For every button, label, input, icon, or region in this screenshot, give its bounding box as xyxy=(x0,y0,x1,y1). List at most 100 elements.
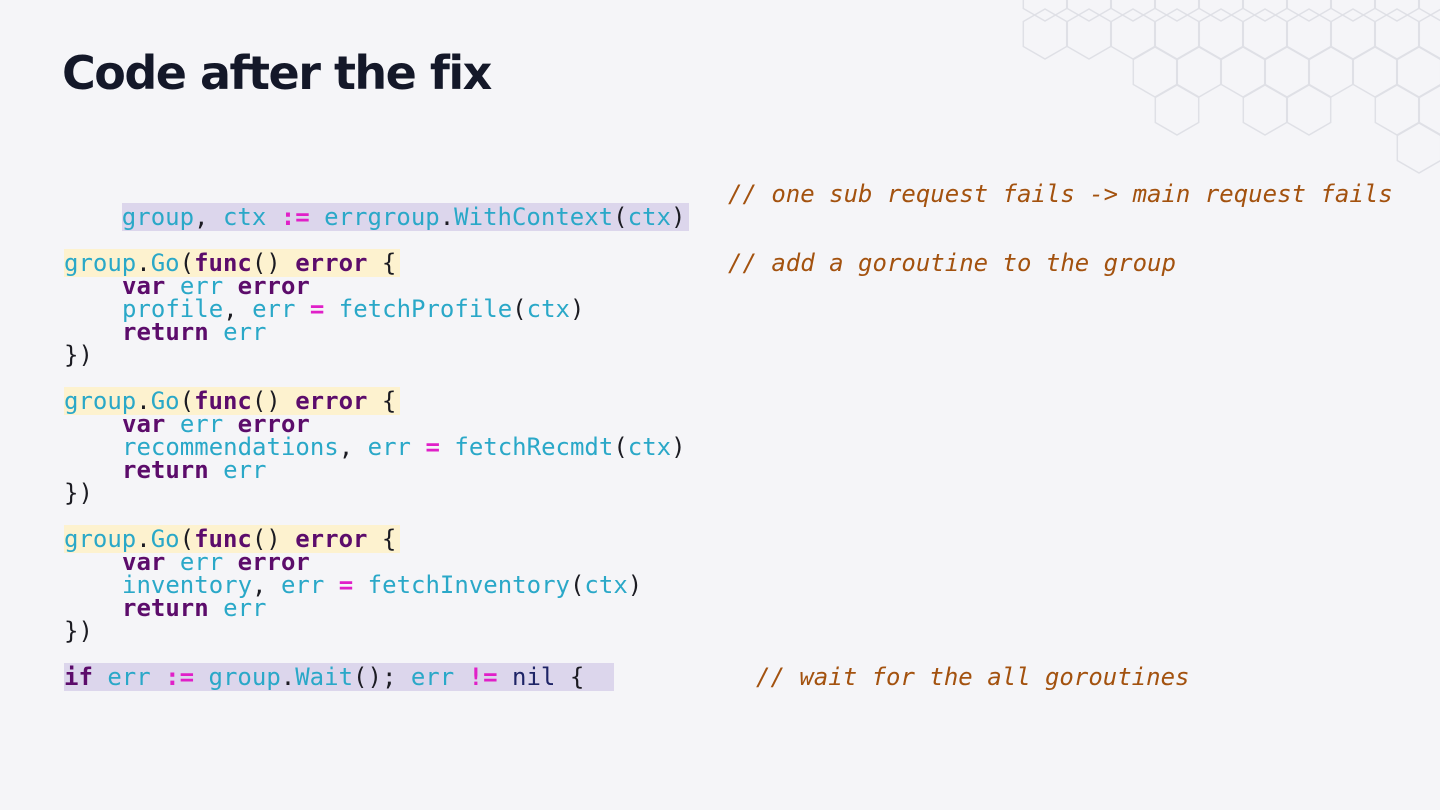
token-paren: ( xyxy=(613,203,628,231)
code-line-fetch: inventory, err = fetchInventory(ctx) xyxy=(64,571,643,599)
code-line-return: return err xyxy=(64,456,267,484)
token-dot: . xyxy=(136,249,151,277)
token-func: func xyxy=(194,387,252,415)
token-brace: { xyxy=(367,387,397,415)
highlight-yellow: group.Go(func() error { xyxy=(64,525,401,553)
token-err: err xyxy=(280,571,325,599)
token-call: () xyxy=(251,387,296,415)
hexagon-shape xyxy=(1154,84,1200,136)
token-err: err xyxy=(179,410,224,438)
token-dot: . xyxy=(136,387,151,415)
token-err: err xyxy=(252,295,296,323)
code-comment-wait: // wait for the all goroutines xyxy=(756,663,1190,691)
token-paren: ) xyxy=(671,433,686,461)
token-var: var xyxy=(122,410,166,438)
code-comment-errgroup: // one sub request fails -> main request… xyxy=(728,180,1393,208)
token-comma: , xyxy=(223,295,253,323)
hexagon-pattern-decoration xyxy=(1022,0,1440,174)
token-go: Go xyxy=(150,249,180,277)
token-paren: ( xyxy=(512,295,527,323)
code-line-close: }) xyxy=(64,479,93,507)
token-errgroup: errgroup xyxy=(324,203,440,231)
token-return: return xyxy=(122,456,209,484)
token-nil: nil xyxy=(512,663,556,691)
token-err: err xyxy=(367,433,412,461)
token-paren: ( xyxy=(179,525,195,553)
token-err: err xyxy=(179,548,224,576)
token-fetch-fn: fetchInventory xyxy=(367,571,570,599)
code-line-group-go: group.Go(func() error { xyxy=(64,387,401,415)
token-ctx: ctx xyxy=(526,295,570,323)
token-paren: ( xyxy=(179,249,195,277)
token-err: err xyxy=(179,272,224,300)
token-brace: { xyxy=(367,249,397,277)
token-target: profile xyxy=(122,295,224,323)
code-line-var: var err error xyxy=(64,272,310,300)
token-neq: != xyxy=(468,663,498,691)
highlight-purple: group, ctx := errgroup.WithContext(ctx) xyxy=(121,203,690,231)
token-paren: ( xyxy=(179,387,195,415)
code-block: group, ctx := errgroup.WithContext(ctx) … xyxy=(64,0,1440,810)
slide-title: Code after the fix xyxy=(62,46,492,100)
token-dot: . xyxy=(439,203,455,231)
token-group: group xyxy=(64,525,137,553)
token-semicolon: ; xyxy=(381,663,411,691)
token-func: func xyxy=(194,525,252,553)
token-err: err xyxy=(107,663,151,691)
token-ctx: ctx xyxy=(627,433,672,461)
token-assign: = xyxy=(425,433,440,461)
token-paren: ) xyxy=(670,203,686,231)
token-fetch-fn: fetchProfile xyxy=(338,295,513,323)
token-var: var xyxy=(122,272,166,300)
token-group: group xyxy=(64,387,137,415)
token-return: return xyxy=(122,594,209,622)
token-group: group xyxy=(208,663,281,691)
token-go: Go xyxy=(150,387,180,415)
token-if: if xyxy=(64,663,93,691)
token-return: return xyxy=(122,318,209,346)
token-group: group xyxy=(121,203,195,231)
token-comma: , xyxy=(252,571,281,599)
token-paren: ) xyxy=(627,571,643,599)
token-dot: . xyxy=(136,525,151,553)
token-op: := xyxy=(165,663,195,691)
code-line-group-go: group.Go(func() error { xyxy=(64,249,401,277)
token-paren: ) xyxy=(569,295,585,323)
token-comma: , xyxy=(338,433,368,461)
token-func: func xyxy=(194,249,252,277)
token-error: error xyxy=(295,249,368,277)
token-go: Go xyxy=(150,525,180,553)
code-line-wait: if err := group.Wait(); err != nil { xyxy=(64,663,615,691)
code-line-var: var err error xyxy=(64,548,310,576)
token-target: recommendations xyxy=(122,433,339,461)
token-err: err xyxy=(223,594,267,622)
code-comment-goroutine: // add a goroutine to the group xyxy=(728,249,1176,277)
token-fetch-fn: fetchRecmdt xyxy=(454,433,614,461)
highlight-yellow: group.Go(func() error { xyxy=(64,249,401,277)
token-err: err xyxy=(223,318,267,346)
token-assign: = xyxy=(309,295,325,323)
token-group: group xyxy=(64,249,137,277)
token-ctx: ctx xyxy=(584,571,628,599)
token-op: := xyxy=(280,203,310,231)
token-target: inventory xyxy=(122,571,253,599)
token-dot: . xyxy=(280,663,296,691)
hexagon-shape xyxy=(1418,0,1440,22)
token-ctx-arg: ctx xyxy=(627,203,671,231)
code-line-close: }) xyxy=(64,617,93,645)
hexagon-shape xyxy=(1396,122,1440,174)
token-comma: , xyxy=(194,203,223,231)
token-error: error xyxy=(295,387,368,415)
token-err: err xyxy=(410,663,455,691)
token-call: () xyxy=(251,525,296,553)
token-error-type: error xyxy=(237,410,310,438)
token-call: () xyxy=(353,663,382,691)
code-line-var: var err error xyxy=(64,410,310,438)
token-error-type: error xyxy=(237,548,310,576)
hexagon-shape xyxy=(1286,84,1332,136)
code-line-group-go: group.Go(func() error { xyxy=(64,525,401,553)
token-assign: = xyxy=(338,571,354,599)
token-paren: ( xyxy=(569,571,585,599)
token-brace: { xyxy=(367,525,397,553)
code-line-return: return err xyxy=(64,594,267,622)
